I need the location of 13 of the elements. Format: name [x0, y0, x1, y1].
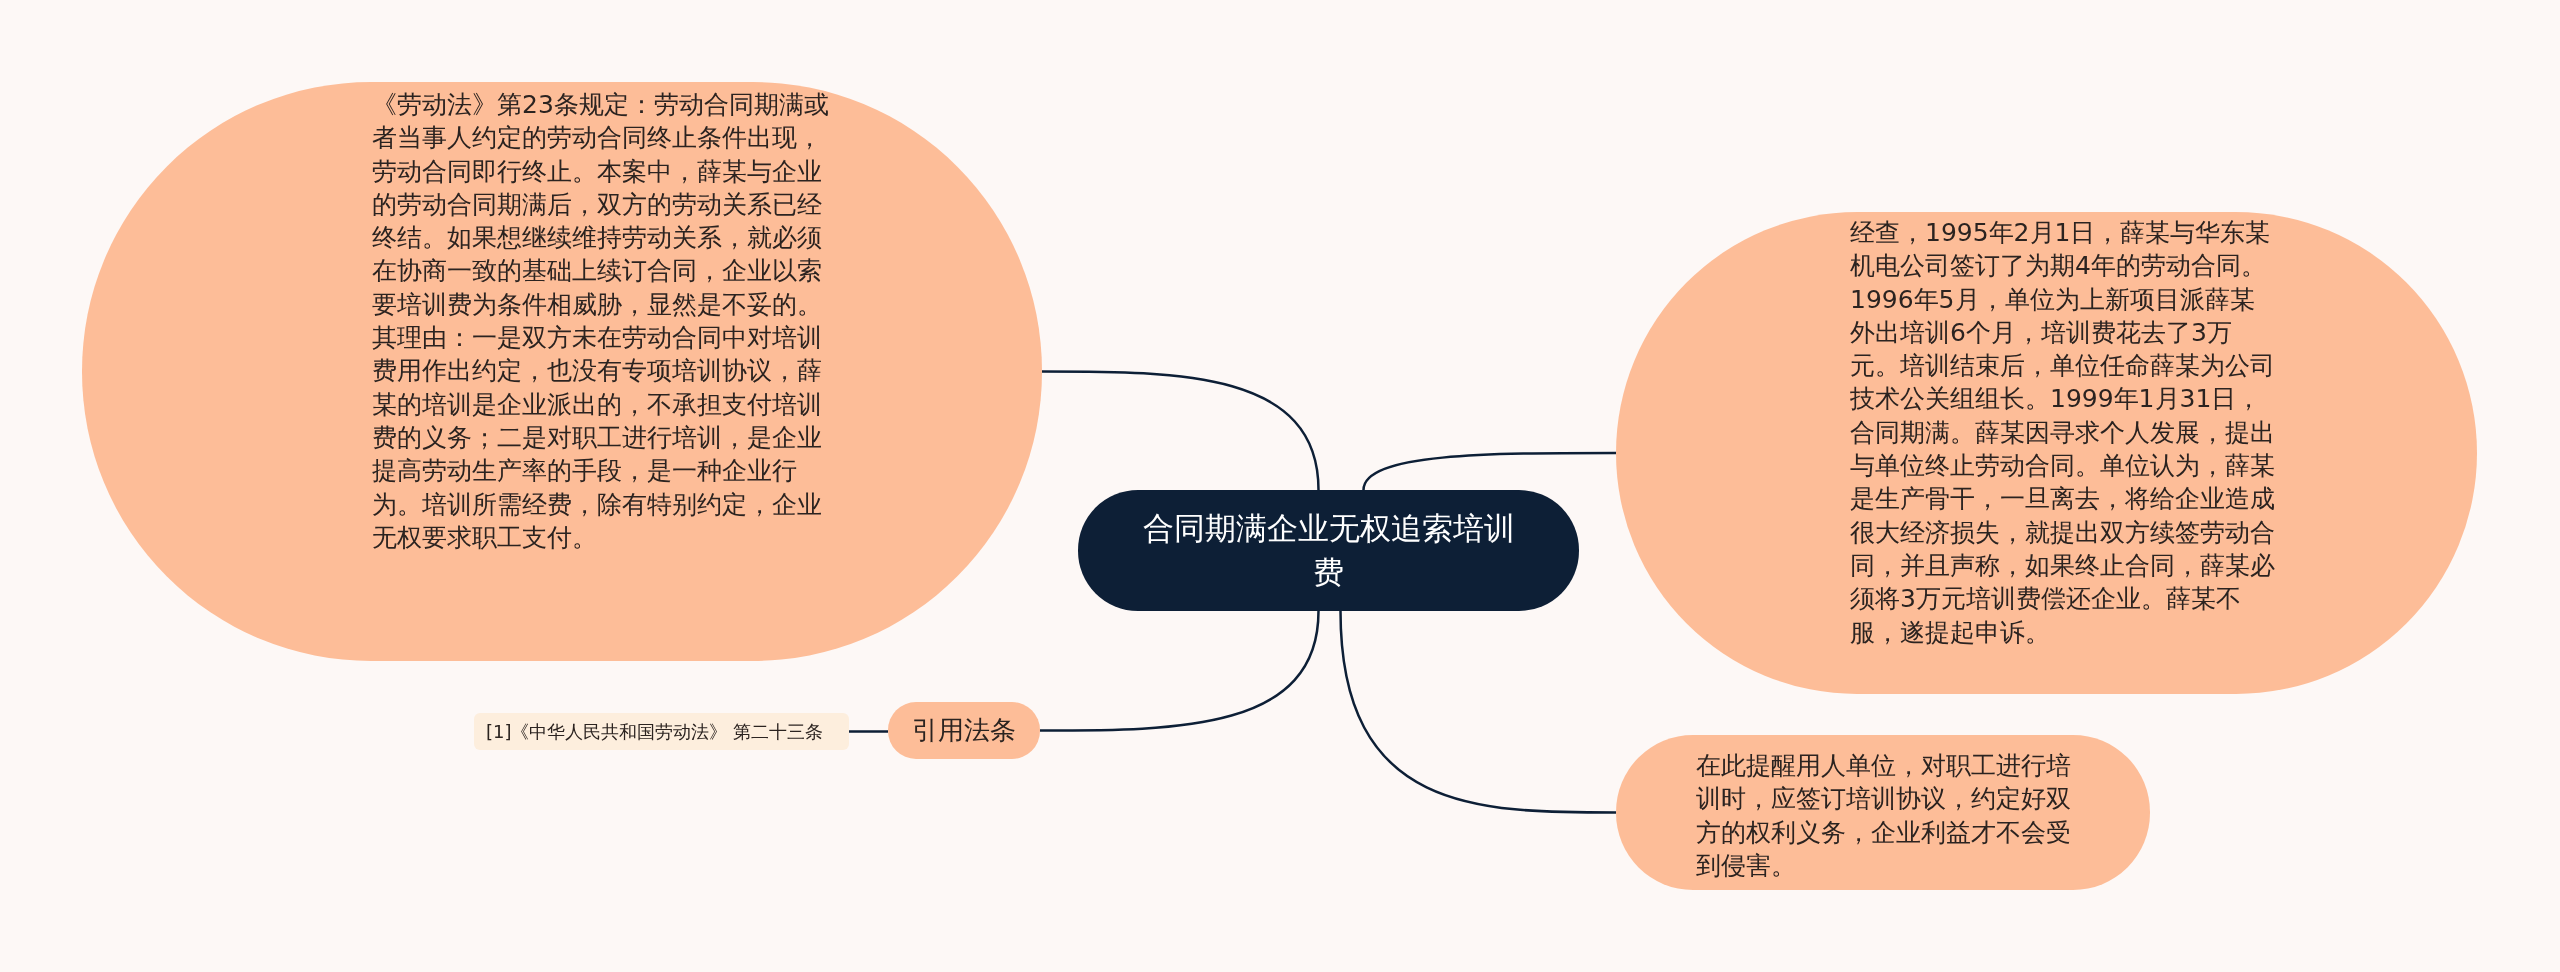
paragraph: [1]《中华人民共和国劳动法》 第二十三条: [486, 720, 825, 743]
reference-box: [474, 713, 849, 750]
topic-title: 引用法条: [911, 714, 1017, 747]
connector-line: [1339, 610, 1616, 814]
connector-line: [1042, 370, 1320, 491]
connector-line: [1040, 610, 1320, 732]
topic-pill: [888, 702, 1040, 759]
paragraph: 经查，1995年2月1日，薛某与华东某机电公司签订了为期4年的劳动合同。1996年5月，单位为上新项目派薛某外出培训6个月，培训费花去了3万元。培训结束后，单位任命薛某为公司技术公关组组长。1999年1月31日，合同期满。薛某因寻求个人发展，提出与单位终止劳动合同。单位认为，薛某是生产骨干，一旦离去，将给企业造成很大经济损失，就提出双方续签劳动合同，并且声称，如果终止合同，薛某必须将3万元培训费偿还企业。薛某不服，遂提起申诉。: [1850, 217, 2276, 649]
connector-line: [1362, 451, 1616, 491]
paragraph: 《劳动法》第23条规定：劳动合同期满或者当事人约定的劳动合同终止条件出现，劳动合同即行终止。本案中，薛某与企业的劳动合同期满后，双方的劳动关系已经终结。如果想继续维持劳动关系，就必须在协商一致的基础上续订合同，企业以索要培训费为条件相威胁，显然是不妥的。其理由：一是双方未在劳动合同中对培训费用作出约定，也没有专项培训协议，薛某的培训是企业派出的，不承担支付培训费的义务；二是对职工进行培训，是企业提高劳动生产率的手段，是一种企业行为。培训所需经费，除有特别约定，企业无权要求职工支付。: [372, 89, 830, 554]
topic-title: 合同期满企业无权追索培训费: [1141, 509, 1516, 592]
connector-line: [849, 730, 888, 733]
paragraph: 在此提醒用人单位，对职工进行培训时，应签订培训协议，约定好双方的权利义务，企业利益才不会受到侵害。: [1696, 750, 2072, 882]
